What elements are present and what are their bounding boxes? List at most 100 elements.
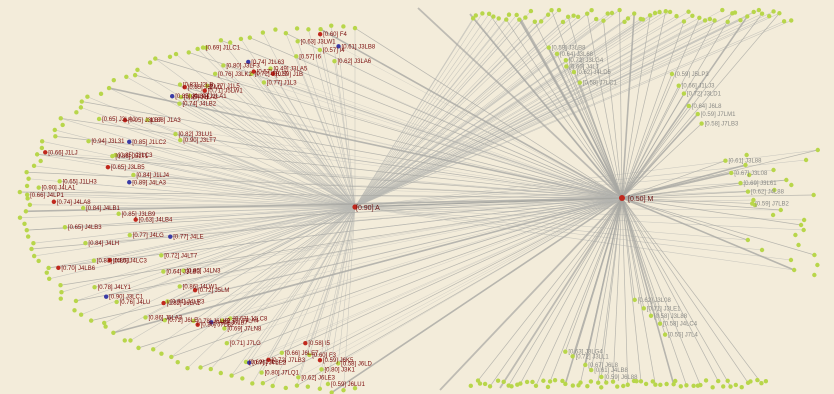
edge	[202, 47, 356, 208]
edge	[621, 13, 733, 199]
node-label: [0.88] J1A3	[150, 118, 181, 124]
edge	[621, 164, 746, 199]
graph-node	[530, 379, 535, 385]
graph-node	[570, 383, 576, 388]
graph-node	[681, 91, 687, 96]
node-label: [0.83] J2LB	[183, 83, 213, 89]
graph-node	[560, 378, 565, 384]
graph-node	[31, 240, 36, 246]
edge	[109, 206, 356, 261]
graph-node	[604, 380, 609, 385]
graph-node	[173, 131, 178, 137]
node-label: [0.66] J4LJ	[569, 64, 598, 70]
graph-node	[643, 381, 649, 387]
graph-node	[114, 299, 119, 305]
edge	[224, 206, 356, 329]
graph-node	[770, 212, 776, 218]
graph-node	[246, 59, 251, 65]
graph-node	[595, 380, 601, 385]
edge	[137, 69, 356, 208]
labels-layer: [0.61] J3LB8[0.62] J3LA6[0.57] I4[0.60] …	[30, 32, 789, 388]
graph-node	[547, 379, 553, 384]
edge	[564, 197, 623, 352]
graph-node	[657, 321, 663, 326]
graph-node	[182, 85, 187, 90]
edge	[163, 197, 623, 272]
edge	[221, 206, 356, 321]
graph-node	[815, 262, 820, 268]
graph-node	[486, 11, 492, 17]
graph-node	[793, 232, 798, 238]
edge	[272, 206, 356, 387]
edge	[354, 10, 532, 208]
node-label: [0.76] J3LK2	[218, 72, 252, 78]
graph-node	[674, 13, 679, 19]
graph-node	[307, 352, 312, 358]
graph-node	[36, 258, 41, 264]
graph-node	[165, 299, 170, 304]
edge	[309, 197, 623, 356]
hub-node-label-m: [0.50] M	[628, 196, 653, 203]
graph-node	[329, 23, 334, 28]
edge	[180, 139, 623, 199]
edge	[135, 197, 623, 220]
edge	[270, 68, 356, 208]
node-label: [0.57] I2	[257, 70, 279, 76]
edge	[184, 87, 356, 208]
graph-node	[599, 385, 604, 390]
graph-node	[798, 222, 804, 228]
graph-node	[317, 47, 323, 53]
graph-node	[295, 39, 300, 44]
edge	[297, 41, 356, 208]
graph-node	[778, 207, 783, 213]
graph-node	[755, 377, 760, 383]
graph-node	[169, 94, 175, 99]
node-label: [0.85] J3LB9	[122, 212, 156, 218]
edge	[549, 197, 623, 382]
edge	[621, 11, 667, 199]
graph-node	[541, 378, 546, 383]
graph-node	[690, 13, 695, 18]
edge	[81, 101, 623, 199]
node-label: [0.85] J3LM1	[188, 85, 223, 91]
graph-node	[51, 199, 57, 204]
edge	[621, 194, 814, 199]
edge	[124, 119, 623, 199]
graph-node	[524, 379, 530, 385]
edge	[354, 13, 780, 208]
edge	[519, 17, 623, 199]
graph-node	[699, 121, 704, 126]
hub-node-m	[619, 195, 625, 201]
graph-node	[815, 147, 820, 153]
graph-node	[127, 180, 132, 185]
graph-node	[791, 267, 797, 273]
graph-node	[261, 80, 267, 85]
graph-node	[198, 365, 203, 370]
edge	[338, 46, 356, 208]
edge	[439, 197, 623, 391]
graph-node	[91, 258, 97, 263]
graph-node	[352, 25, 358, 31]
node-label: [0.62] J3LA6	[337, 59, 371, 65]
graph-node	[195, 46, 200, 52]
edge	[319, 49, 356, 208]
graph-node	[296, 375, 301, 380]
graph-node	[601, 18, 606, 23]
graph-node	[560, 19, 566, 25]
edge	[180, 96, 623, 199]
graph-node	[564, 64, 569, 69]
graph-node	[124, 74, 129, 79]
graph-node	[53, 134, 58, 139]
node-label: [0.64] J3L68	[560, 52, 594, 58]
graph-node	[105, 164, 111, 170]
edge	[19, 191, 623, 199]
node-label: [0.65] J4LB3	[68, 225, 102, 231]
graph-node	[589, 367, 594, 373]
edge	[253, 71, 623, 199]
edge	[272, 73, 623, 199]
edge	[129, 182, 623, 199]
node-label: [0.72] J3LL1	[576, 354, 610, 360]
edge	[621, 197, 795, 271]
node-label: [0.58] J7LB3	[705, 122, 739, 128]
